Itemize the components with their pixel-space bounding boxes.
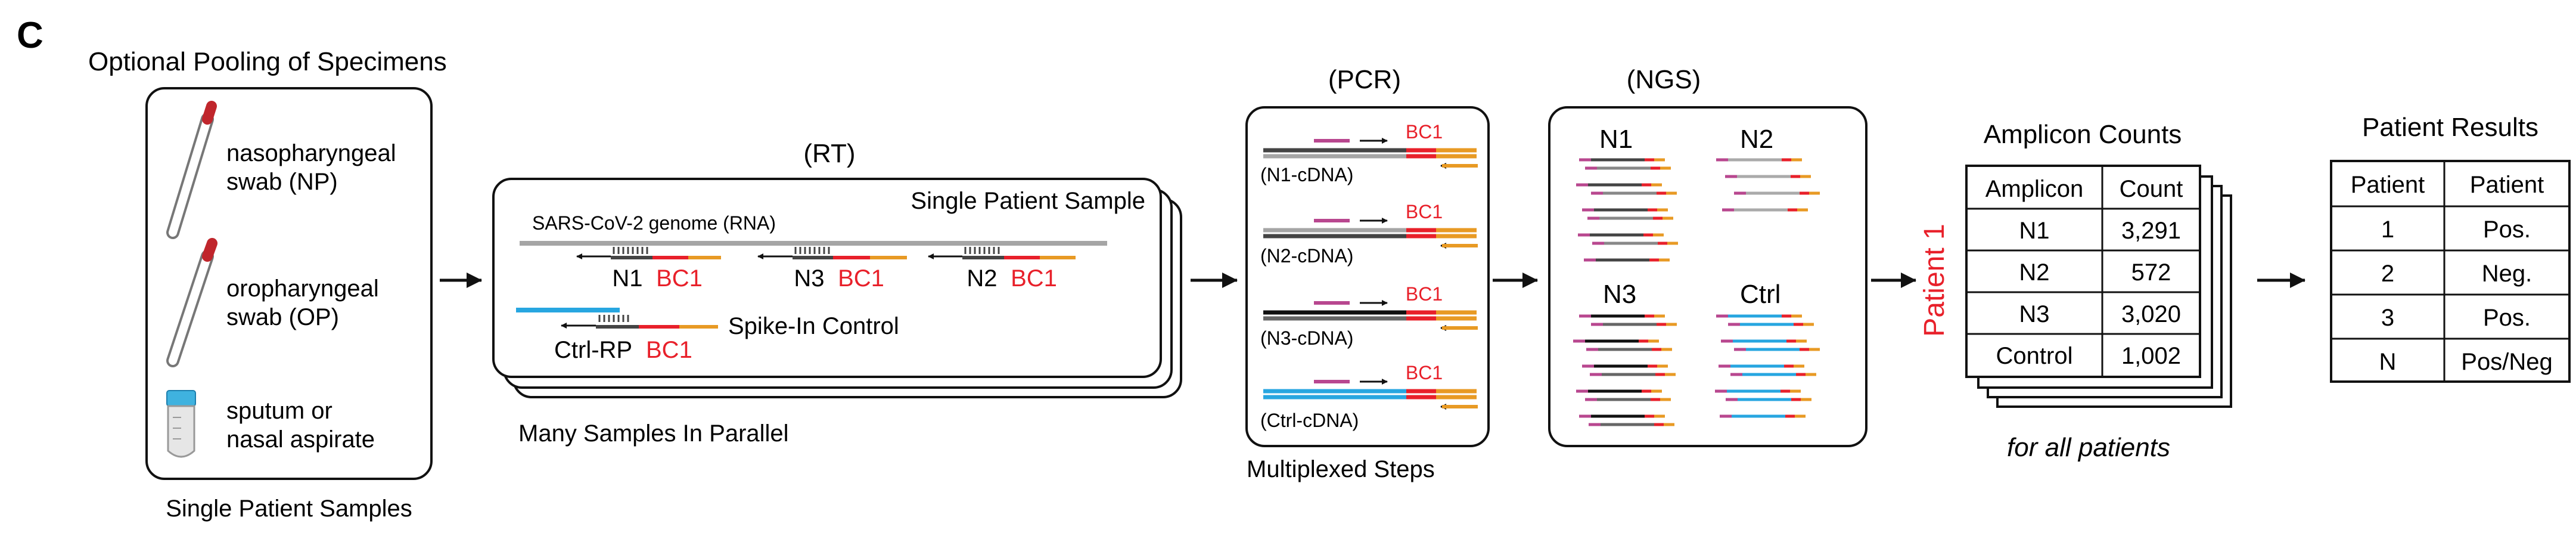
ngs-box	[1548, 106, 1867, 447]
specimens-heading: Optional Pooling of Specimens	[88, 47, 447, 76]
rt-caption: Many Samples In Parallel	[518, 420, 789, 447]
results-table	[2330, 160, 2571, 383]
np-label-line1: nasopharyngeal	[226, 140, 396, 166]
results-cell: Pos.	[2483, 216, 2531, 243]
pcr-barcode-control: BC1	[1406, 362, 1443, 383]
patient-results-heading: Patient Results	[2362, 113, 2538, 142]
ngs-group-n3-label: N3	[1603, 280, 1636, 309]
pcr-label-n1: (N1-cDNA)	[1260, 164, 1353, 185]
sputum-label-line1: sputum or	[226, 398, 333, 424]
rt-target-n3: N3	[794, 265, 824, 292]
rt-ctrl-name: Ctrl-RP	[554, 337, 632, 363]
pcr-amplicon-control	[1263, 379, 1478, 410]
rt-card-title: Single Patient Sample	[911, 188, 1145, 214]
rt-primer-n3	[757, 247, 907, 259]
amplicon-counts-section: Amplicon Counts Patient 1 Amplicon Count…	[1919, 120, 2232, 462]
rt-target-n2: N2	[967, 265, 997, 292]
pcr-label-control: (Ctrl-cDNA)	[1260, 410, 1359, 431]
oropharyngeal-swab-icon	[166, 238, 217, 367]
counts-cell: 3,291	[2121, 218, 2181, 244]
amplicon-counts-heading: Amplicon Counts	[1984, 120, 2182, 149]
rt-spike-label: Spike-In Control	[728, 313, 899, 339]
pcr-barcode-n1: BC1	[1406, 121, 1443, 143]
pcr-label-n2: (N2-cDNA)	[1260, 245, 1353, 267]
patient-results-section: Patient Results Patient Patient 1 Pos. 2…	[2330, 113, 2571, 383]
counts-col-amplicon: Amplicon	[1985, 176, 2084, 202]
rt-barcode-n2: BC1	[1011, 265, 1057, 292]
rt-genome-label: SARS-CoV-2 genome (RNA)	[532, 212, 776, 234]
ngs-group-n1-label: N1	[1599, 125, 1633, 154]
pcr-box	[1245, 106, 1490, 447]
rt-primer-control	[561, 315, 718, 329]
op-label-line2: swab (OP)	[226, 304, 339, 330]
results-cell: Pos/Neg	[2461, 349, 2552, 375]
results-cell: Pos.	[2483, 305, 2531, 331]
sputum-tube-icon	[166, 390, 196, 458]
ngs-reads-n3	[1573, 314, 1677, 426]
pcr-section: (PCR) BC1 (N1-cDNA)	[1245, 65, 1490, 482]
pcr-heading: (PCR)	[1328, 65, 1401, 94]
specimens-box	[145, 87, 433, 480]
op-label-line1: oropharyngeal	[226, 275, 379, 302]
pcr-barcode-n3: BC1	[1406, 283, 1443, 305]
specimens-section: Optional Pooling of Specimens nasopharyn…	[88, 47, 447, 522]
ngs-reads-n1	[1576, 158, 1678, 262]
ngs-section: (NGS) N1 N2 N3 Ctrl	[1548, 65, 1867, 447]
ngs-group-n2-label: N2	[1740, 125, 1773, 154]
ngs-group-ctrl-label: Ctrl	[1740, 280, 1780, 309]
results-col-2: Patient	[2470, 172, 2544, 198]
rt-heading: (RT)	[803, 139, 855, 168]
pcr-amplicon-n2	[1263, 218, 1478, 249]
ngs-reads-n2	[1716, 158, 1820, 212]
nasopharyngeal-swab-icon	[166, 101, 217, 239]
np-label-line2: swab (NP)	[226, 169, 338, 195]
counts-cell: 3,020	[2121, 301, 2181, 327]
ngs-reads-ctrl	[1715, 314, 1820, 418]
rt-barcode-n3: BC1	[838, 265, 884, 292]
counts-col-count: Count	[2120, 176, 2183, 202]
rt-primer-n1	[576, 247, 721, 259]
counts-caption: for all patients	[2007, 433, 2170, 462]
counts-table	[1965, 165, 2201, 378]
specimens-caption: Single Patient Samples	[166, 496, 412, 522]
results-cell: Neg.	[2482, 261, 2533, 287]
sputum-label-line2: nasal aspirate	[226, 426, 375, 453]
rt-primer-n2	[928, 247, 1076, 259]
panel-letter: C	[17, 15, 43, 56]
results-cell: 3	[2381, 305, 2394, 331]
rt-barcode-n1: BC1	[656, 265, 703, 292]
counts-cell: 572	[2131, 259, 2171, 286]
rt-section: (RT) Single Patient Sample SARS-CoV-2 ge…	[492, 139, 1182, 447]
ngs-heading: (NGS)	[1627, 65, 1701, 94]
results-cell: N	[2379, 349, 2397, 375]
counts-cell: Control	[1996, 343, 2073, 369]
pcr-amplicon-n1	[1263, 138, 1478, 169]
counts-cell: 1,002	[2121, 343, 2181, 369]
rt-ctrl-barcode: BC1	[646, 337, 692, 363]
pcr-amplicon-n3	[1263, 300, 1478, 331]
pcr-label-n3: (N3-cDNA)	[1260, 327, 1353, 349]
results-col-1: Patient	[2351, 172, 2425, 198]
counts-cell: N1	[2019, 218, 2049, 244]
patient-side-label: Patient 1	[1919, 224, 1950, 336]
results-cell: 1	[2381, 216, 2394, 243]
results-cell: 2	[2381, 261, 2394, 287]
pcr-barcode-n2: BC1	[1406, 201, 1443, 222]
rt-target-n1: N1	[612, 265, 642, 292]
counts-cell: N3	[2019, 301, 2049, 327]
pcr-caption: Multiplexed Steps	[1247, 456, 1435, 482]
counts-cell: N2	[2019, 259, 2049, 286]
